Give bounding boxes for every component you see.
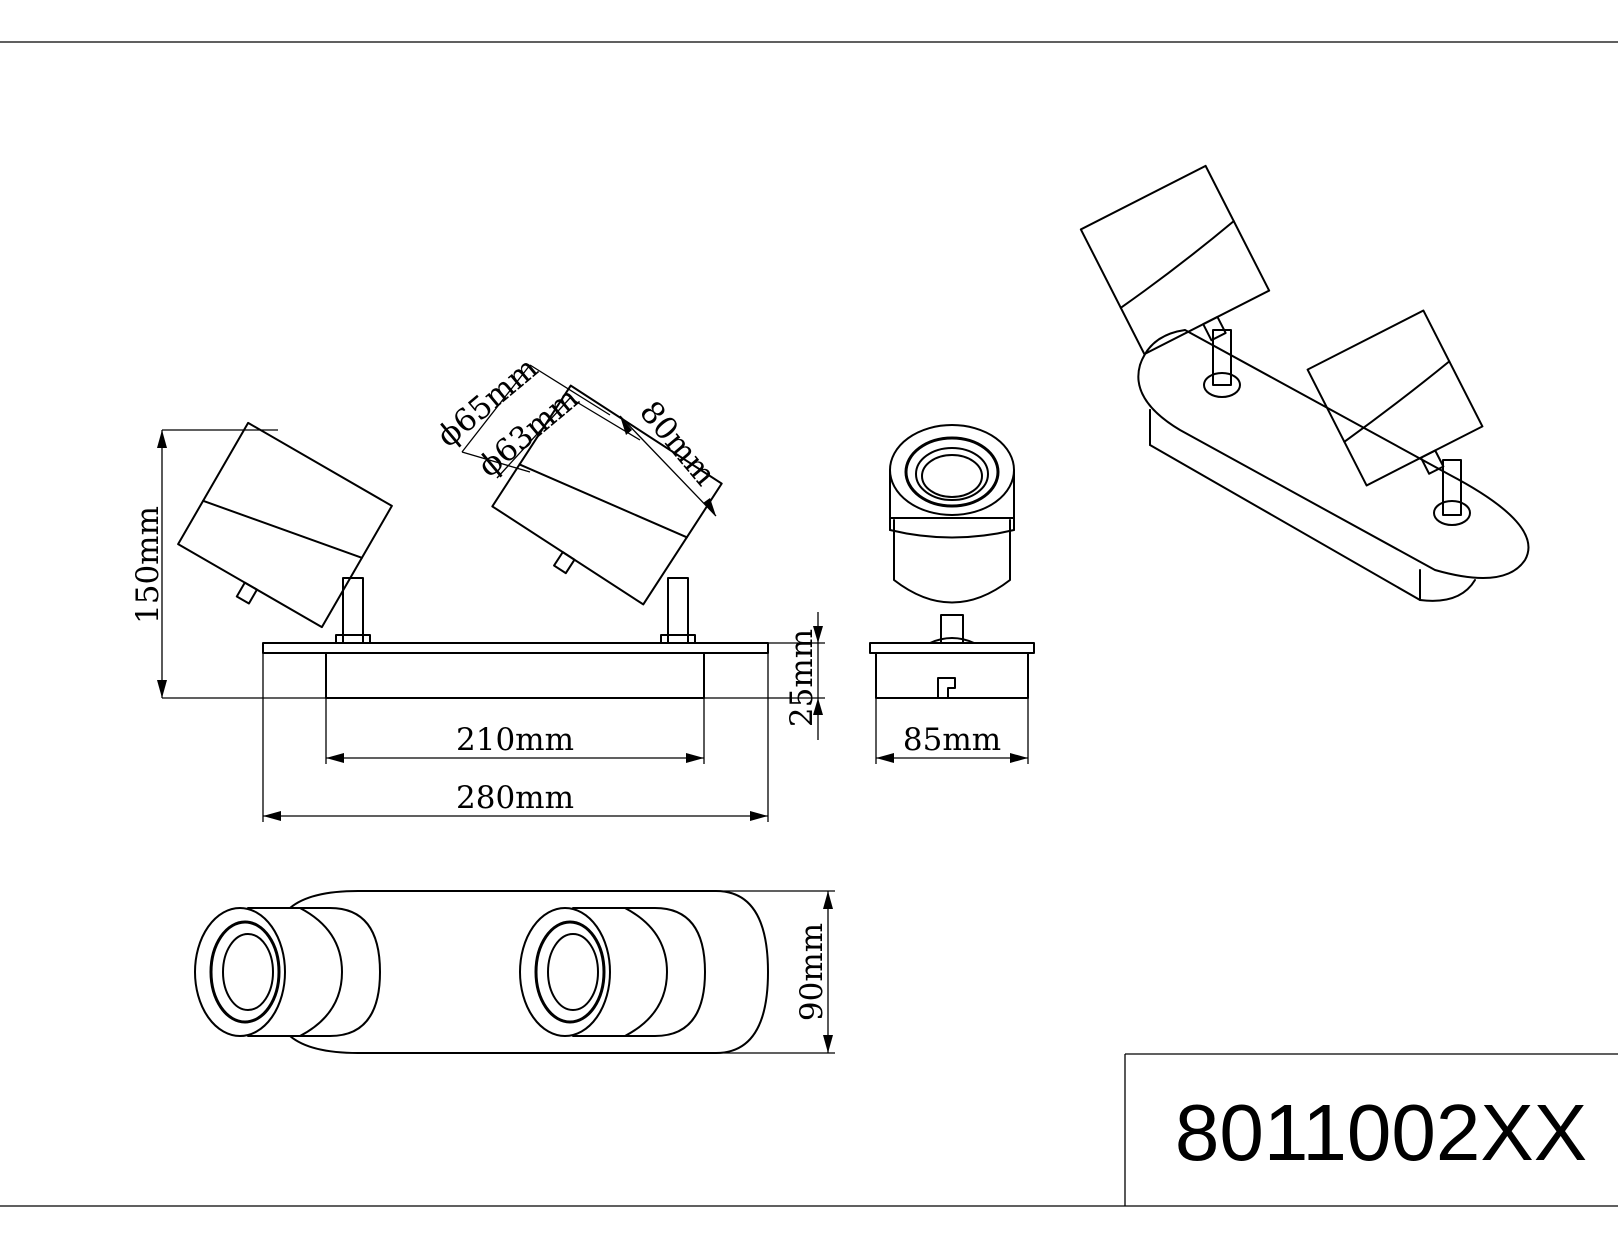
title-block: 8011002XX (1124, 1053, 1618, 1206)
isometric-view (1079, 164, 1530, 602)
top-view-dimensions (716, 890, 835, 1054)
dim-150mm-label: 150mm (130, 506, 166, 624)
top-view (194, 890, 769, 1054)
dim-25mm-label: 25mm (784, 629, 820, 727)
model-number: 8011002XX (1175, 1088, 1587, 1177)
front-view (177, 384, 769, 699)
dim-280mm-label: 280mm (456, 780, 574, 816)
dim-210mm-label: 210mm (456, 722, 574, 758)
dim-85mm-label: 85mm (903, 722, 1001, 758)
side-view-dimensions (875, 698, 1029, 764)
side-view (869, 424, 1035, 699)
front-view-dimensions (157, 364, 825, 822)
dim-90mm-label: 90mm (794, 923, 830, 1021)
